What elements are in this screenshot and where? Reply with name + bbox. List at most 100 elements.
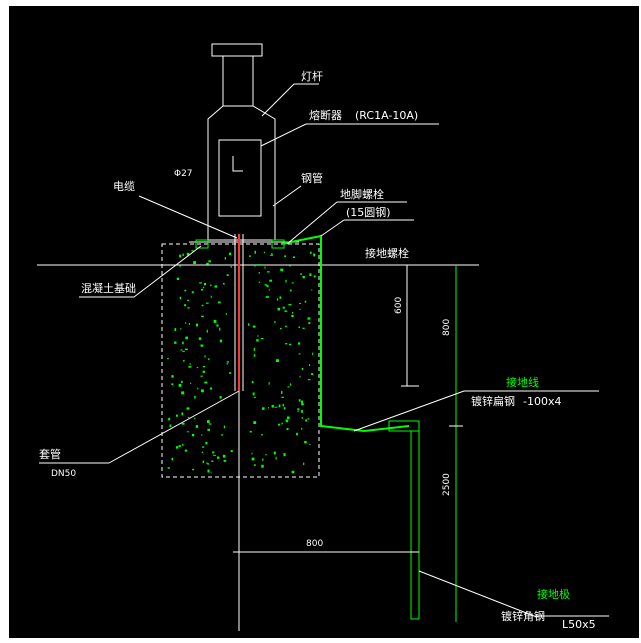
concrete-dot bbox=[204, 381, 208, 384]
concrete-dot bbox=[224, 257, 226, 260]
concrete-dot bbox=[213, 319, 217, 323]
dim-text-pole-length: 2500 bbox=[442, 473, 452, 496]
label-steel-note: (15圆钢) bbox=[346, 206, 391, 219]
concrete-dot bbox=[202, 460, 205, 463]
lamp-post-base bbox=[207, 105, 276, 241]
concrete-dot bbox=[276, 298, 279, 301]
concrete-dot bbox=[223, 283, 225, 285]
concrete-dot bbox=[184, 289, 187, 292]
concrete-dot bbox=[186, 252, 190, 256]
lamp-post-cap bbox=[211, 43, 263, 57]
concrete-dot bbox=[202, 370, 205, 373]
concrete-dot bbox=[262, 407, 265, 410]
concrete-dot bbox=[174, 341, 177, 344]
concrete-dot bbox=[289, 289, 292, 292]
concrete-dot bbox=[210, 295, 212, 298]
concrete-dot bbox=[309, 273, 312, 277]
concrete-dot bbox=[181, 412, 184, 416]
concrete-dot bbox=[302, 327, 305, 330]
concrete-dot bbox=[169, 424, 172, 427]
concrete-dot bbox=[278, 404, 281, 408]
concrete-dot bbox=[207, 428, 210, 431]
concrete-dot bbox=[179, 254, 182, 258]
concrete-dot bbox=[256, 339, 259, 342]
concrete-dot bbox=[301, 400, 303, 404]
concrete-dot bbox=[181, 380, 183, 383]
concrete-dot bbox=[298, 342, 301, 345]
ground-clamp bbox=[388, 420, 420, 432]
concrete-dot bbox=[186, 431, 190, 433]
concrete-dot bbox=[301, 403, 304, 406]
concrete-dot bbox=[185, 322, 187, 324]
concrete-dot bbox=[184, 304, 186, 307]
concrete-dot bbox=[291, 312, 293, 314]
concrete-dot bbox=[261, 434, 263, 436]
leader-ground-bottom bbox=[418, 570, 535, 617]
concrete-dot bbox=[167, 467, 170, 469]
anchor-bolt-left bbox=[195, 239, 209, 249]
ground-wire bbox=[280, 234, 410, 433]
leader-sleeve bbox=[108, 390, 240, 464]
concrete-dot bbox=[194, 417, 196, 420]
concrete-dot bbox=[210, 284, 212, 287]
concrete-dot bbox=[253, 421, 257, 424]
concrete-dot bbox=[296, 432, 298, 436]
concrete-dot bbox=[180, 328, 182, 330]
concrete-dot bbox=[174, 328, 177, 332]
concrete-dot bbox=[199, 282, 202, 284]
concrete-dot bbox=[187, 299, 189, 301]
concrete-dot bbox=[285, 325, 287, 328]
concrete-dot bbox=[267, 271, 270, 273]
concrete-dot bbox=[226, 361, 229, 363]
concrete-dot bbox=[305, 419, 307, 422]
concrete-dot bbox=[182, 360, 185, 362]
concrete-dot bbox=[266, 285, 269, 288]
concrete-dot bbox=[311, 289, 313, 291]
concrete-dot bbox=[202, 446, 205, 448]
concrete-dot bbox=[254, 265, 256, 267]
concrete-dot bbox=[204, 283, 206, 286]
concrete-dot bbox=[291, 282, 294, 284]
label-fuse-model: (RC1A-10A) bbox=[355, 109, 418, 122]
concrete-dot bbox=[175, 446, 179, 449]
concrete-dot bbox=[197, 387, 199, 390]
concrete-dot bbox=[208, 260, 211, 263]
concrete-dot bbox=[219, 339, 223, 343]
concrete-dot bbox=[271, 404, 274, 408]
concrete-dot bbox=[184, 449, 188, 452]
concrete-dot bbox=[313, 253, 316, 257]
concrete-dot bbox=[257, 335, 259, 337]
concrete-dot bbox=[251, 381, 254, 384]
concrete-dot bbox=[277, 307, 281, 311]
concrete-dot bbox=[291, 470, 295, 474]
concrete-dot bbox=[281, 422, 283, 425]
concrete-dot bbox=[185, 336, 188, 340]
concrete-dot bbox=[301, 427, 303, 430]
concrete-dot bbox=[218, 301, 221, 304]
concrete-dot bbox=[267, 407, 269, 409]
concrete-dot bbox=[207, 420, 210, 424]
concrete-dot bbox=[301, 417, 303, 419]
concrete-dot bbox=[265, 296, 269, 298]
lamp-post-upper bbox=[222, 55, 254, 107]
concrete-dot bbox=[286, 420, 288, 423]
concrete-dot bbox=[223, 460, 227, 462]
concrete-dot bbox=[226, 363, 229, 365]
concrete-dot bbox=[313, 275, 316, 278]
leader-ground-top bbox=[353, 390, 465, 432]
concrete-dot bbox=[278, 423, 281, 426]
concrete-dot bbox=[253, 354, 256, 357]
concrete-dot bbox=[196, 367, 199, 369]
leader-lamp bbox=[261, 83, 295, 117]
concrete-dot bbox=[265, 454, 267, 456]
concrete-dot bbox=[252, 325, 256, 328]
label-fuse-box: 熔断器 bbox=[309, 108, 342, 122]
concrete-dot bbox=[307, 417, 309, 420]
concrete-dot bbox=[181, 422, 185, 425]
concrete-dot bbox=[200, 375, 203, 377]
concrete-dot bbox=[279, 296, 282, 299]
concrete-dot bbox=[191, 291, 194, 294]
leader-fuse bbox=[260, 123, 307, 147]
concrete-dot bbox=[207, 469, 210, 473]
concrete-dot bbox=[229, 372, 232, 374]
